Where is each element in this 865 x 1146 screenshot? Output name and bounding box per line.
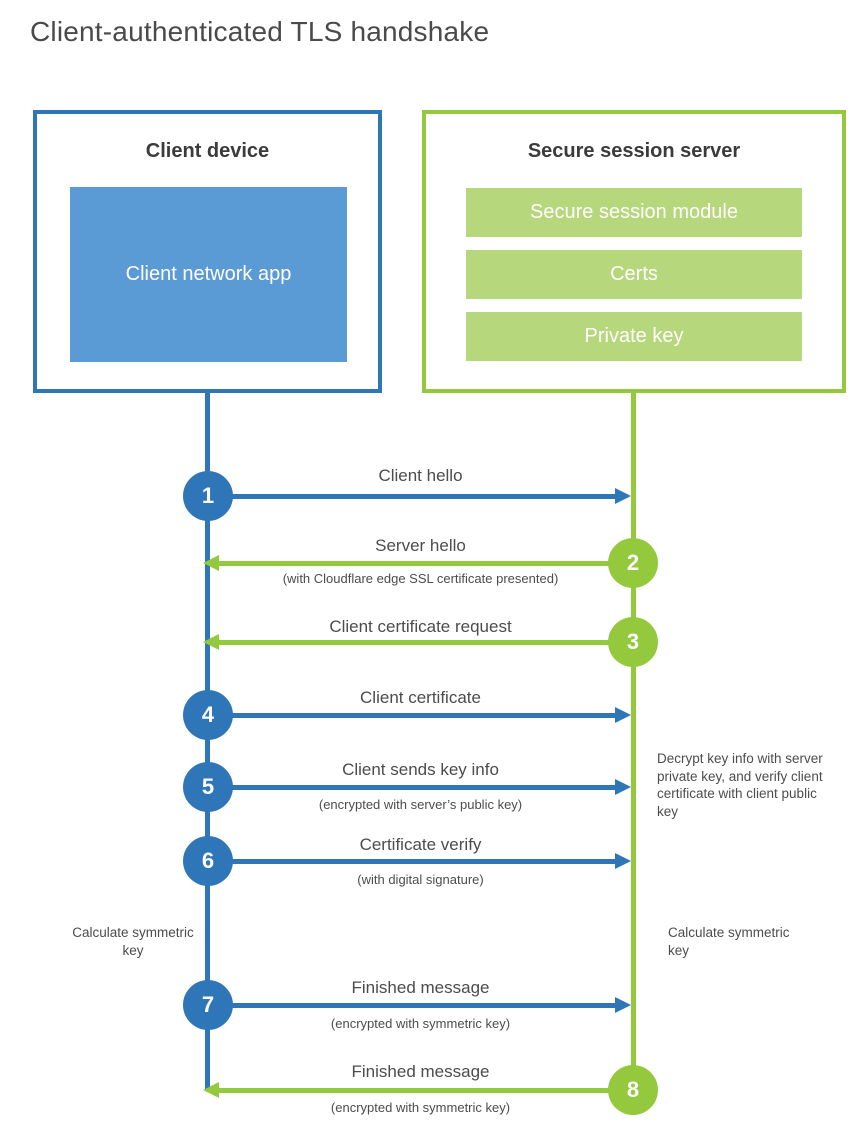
- page-title: Client-authenticated TLS handshake: [30, 16, 490, 47]
- step-3-arrow: [219, 640, 609, 645]
- step-7-number: 7: [201, 992, 215, 1017]
- certs-bar: Certs: [466, 250, 802, 299]
- client-device-title: Client device: [145, 140, 270, 162]
- step-6-badge: 6: [183, 836, 233, 886]
- step-7-label: Finished message: [351, 978, 490, 997]
- step-2-subtext: (with Cloudflare edge SSL certificate pr…: [282, 571, 559, 586]
- client-lifeline: [205, 393, 210, 1090]
- step-5-arrowhead-icon: [615, 779, 631, 795]
- step-1-badge: 1: [183, 471, 233, 521]
- step-1-number: 1: [201, 483, 215, 508]
- step-6-arrowhead-icon: [615, 853, 631, 869]
- step-1-arrowhead-icon: [615, 488, 631, 504]
- step-5-subtext: (encrypted with server’s public key): [318, 797, 523, 812]
- step-3-arrowhead-icon: [203, 634, 219, 650]
- step-2-arrow: [219, 561, 609, 566]
- private-key-bar: Private key: [466, 312, 802, 361]
- secure-session-server-title: Secure session server: [527, 140, 741, 162]
- secure-session-module-bar: Secure session module: [466, 188, 802, 237]
- server-calculate-symmetric-key-note: Calculate symmetric key: [668, 925, 790, 958]
- step-3-number: 3: [626, 629, 640, 654]
- step-3-badge: 3: [608, 617, 658, 667]
- step-4-number: 4: [201, 702, 215, 727]
- step-3-label: Client certificate request: [329, 617, 512, 636]
- step-8-label: Finished message: [351, 1062, 490, 1081]
- step-4-label: Client certificate: [360, 688, 481, 707]
- server-lifeline: [631, 393, 636, 1090]
- client-calculate-symmetric-key-note: Calculate symmetric key: [72, 925, 194, 958]
- step-6-arrow: [230, 859, 616, 864]
- step-6-label: Certificate verify: [359, 835, 482, 854]
- step-5-badge: 5: [183, 762, 233, 812]
- step-1-arrow: [230, 494, 616, 499]
- step-8-arrowhead-icon: [203, 1082, 219, 1098]
- step-6-number: 6: [201, 848, 215, 873]
- step-7-subtext: (encrypted with symmetric key): [330, 1016, 511, 1031]
- step-8-arrow: [219, 1088, 609, 1093]
- step-5-arrow: [230, 785, 616, 790]
- server-decrypt-note: Decrypt key info with server private key…: [657, 751, 823, 819]
- step-2-label: Server hello: [375, 536, 466, 555]
- step-4-arrow: [230, 713, 616, 718]
- client-network-app-box: Client network app: [70, 187, 347, 362]
- step-7-arrow: [230, 1003, 616, 1008]
- step-1-label: Client hello: [378, 466, 463, 485]
- client-network-app-label: Client network app: [125, 263, 292, 285]
- step-6-subtext: (with digital signature): [357, 872, 484, 887]
- step-2-arrowhead-icon: [203, 555, 219, 571]
- step-7-arrowhead-icon: [615, 997, 631, 1013]
- step-8-number: 8: [626, 1077, 640, 1102]
- step-8-subtext: (encrypted with symmetric key): [330, 1100, 511, 1115]
- step-7-badge: 7: [183, 980, 233, 1030]
- step-2-badge: 2: [608, 538, 658, 588]
- step-4-arrowhead-icon: [615, 707, 631, 723]
- step-5-label: Client sends key info: [342, 760, 499, 779]
- step-8-badge: 8: [608, 1065, 658, 1115]
- step-4-badge: 4: [183, 690, 233, 740]
- step-5-number: 5: [201, 774, 215, 799]
- step-2-number: 2: [626, 550, 640, 575]
